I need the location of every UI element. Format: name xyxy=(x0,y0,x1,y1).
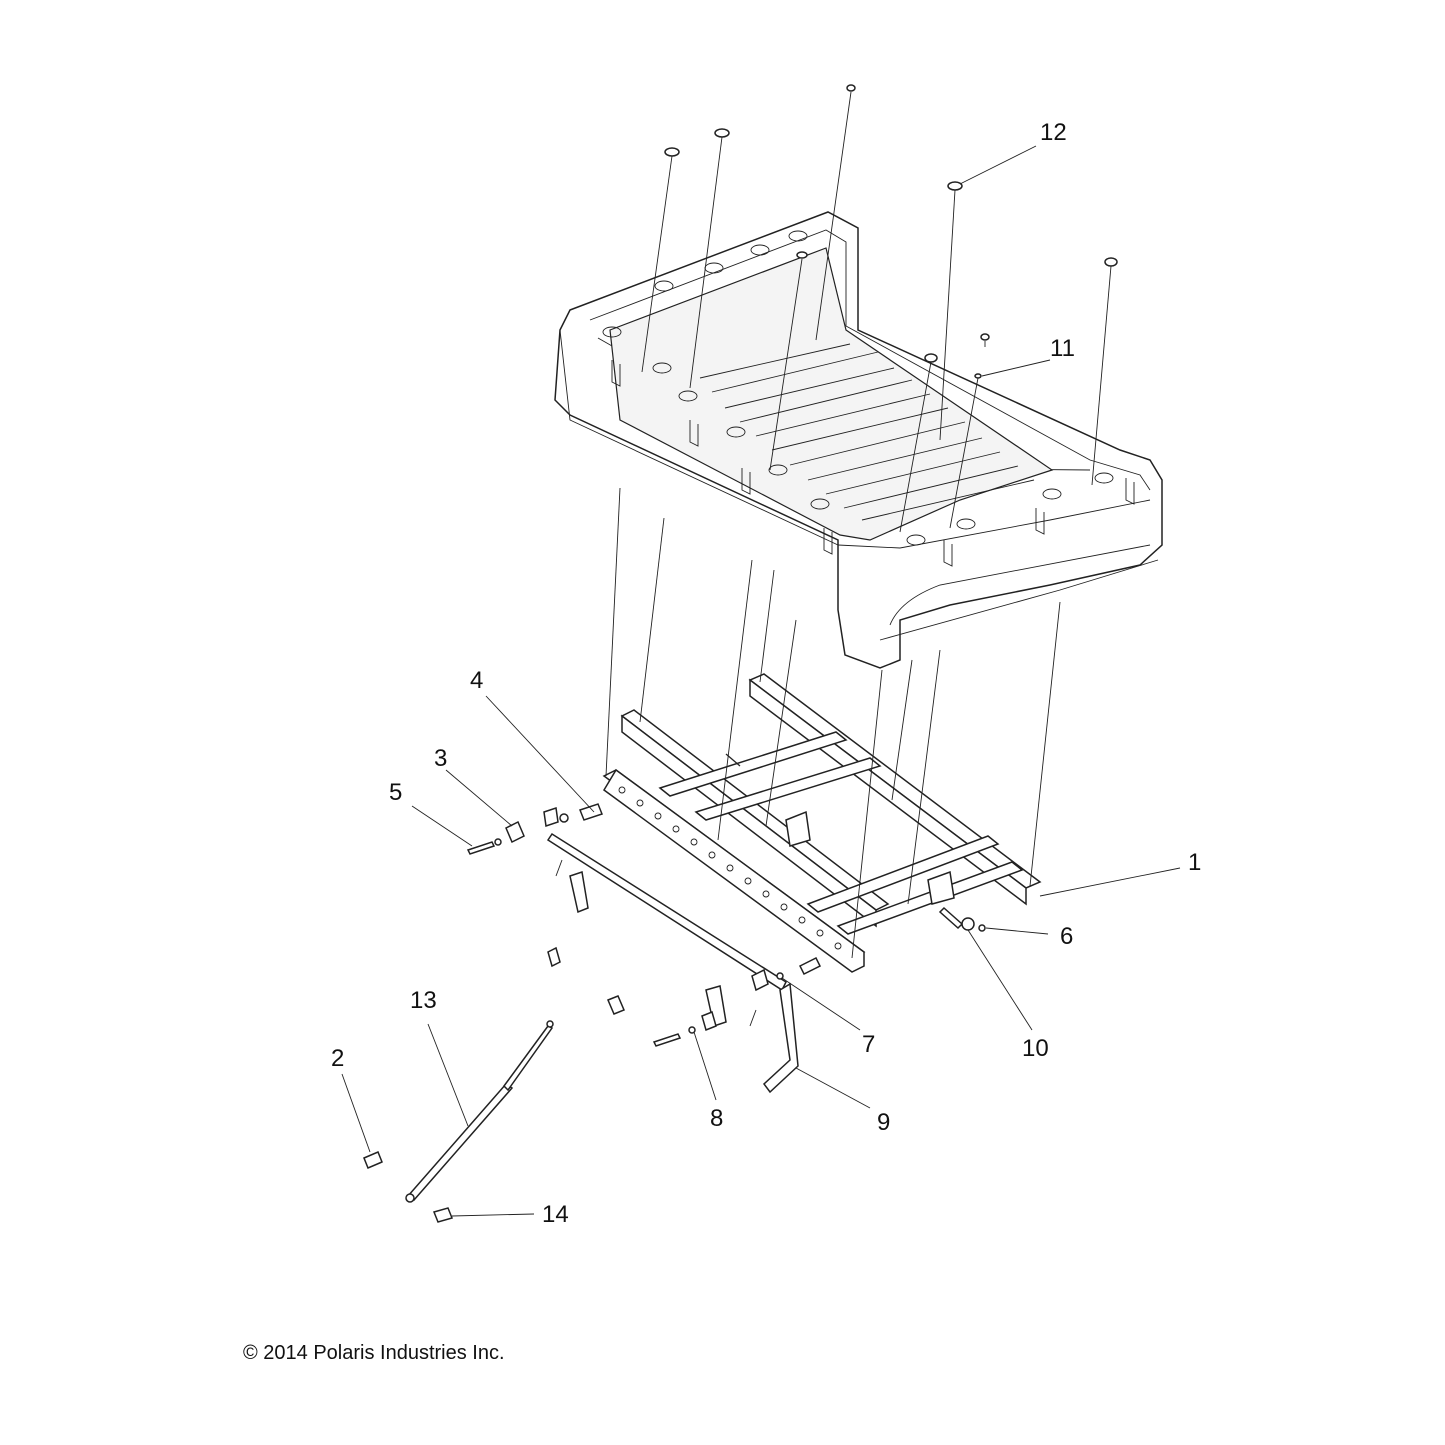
small-hardware xyxy=(363,803,986,1223)
callout-9: 9 xyxy=(877,1109,890,1136)
callout-4: 4 xyxy=(470,667,483,694)
callout-10: 10 xyxy=(1022,1035,1049,1062)
rail-holes xyxy=(618,786,842,950)
box-frame xyxy=(602,487,1061,973)
tie-down-pockets xyxy=(602,230,1114,546)
cargo-box xyxy=(554,211,1163,669)
leader-lines xyxy=(341,145,1181,1217)
copyright-notice: © 2014 Polaris Industries Inc. xyxy=(243,1342,505,1364)
callout-labels: 1 2 3 4 5 6 7 8 9 10 11 12 13 14 xyxy=(331,119,1201,1228)
callout-13: 13 xyxy=(410,987,437,1014)
callout-14: 14 xyxy=(542,1201,569,1228)
callout-1: 1 xyxy=(1188,849,1201,876)
box-fasteners xyxy=(641,84,1118,533)
floor-ribs xyxy=(699,343,1035,521)
callout-3: 3 xyxy=(434,745,447,772)
callout-7: 7 xyxy=(862,1031,875,1058)
callout-6: 6 xyxy=(1060,923,1073,950)
callout-8: 8 xyxy=(710,1105,723,1132)
callout-12: 12 xyxy=(1040,119,1067,146)
callout-11: 11 xyxy=(1050,335,1075,362)
callout-2: 2 xyxy=(331,1045,344,1072)
tie-down-hooks xyxy=(611,360,1135,567)
callout-5: 5 xyxy=(389,779,402,806)
